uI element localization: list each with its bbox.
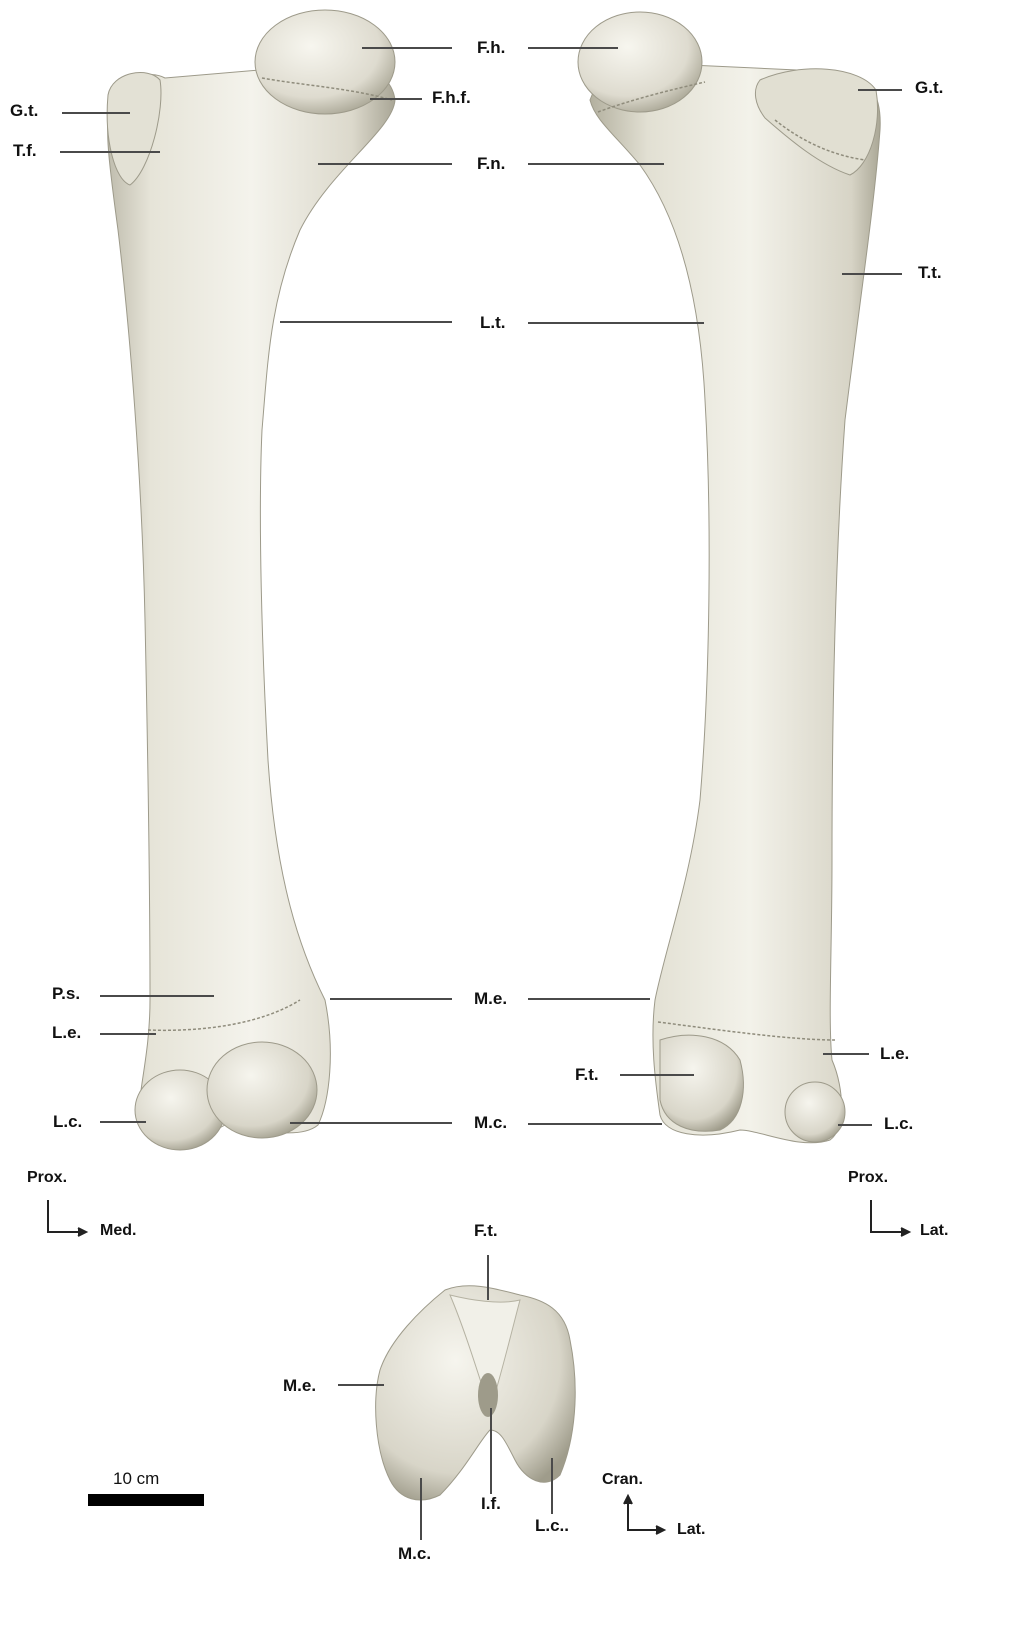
leader-line-lt-right xyxy=(528,322,704,324)
label-greater-trochanter-left: G.t. xyxy=(10,101,38,121)
leader-line-gt-left xyxy=(62,112,130,114)
label-lateral-condyle-right: L.c. xyxy=(884,1114,913,1134)
leader-line-ps xyxy=(100,995,214,997)
femur-cranial-trochlea xyxy=(660,1035,743,1131)
orientation-arrows-caudal xyxy=(48,1200,86,1236)
label-popliteal-surface: P.s. xyxy=(52,984,80,1004)
leader-line-mc-left xyxy=(290,1122,452,1124)
orientation-cranial-horizontal: Lat. xyxy=(920,1221,948,1241)
label-medial-condyle-distal: M.c. xyxy=(398,1544,431,1564)
leader-line-ft-cranial xyxy=(620,1074,694,1076)
leader-line-me-left xyxy=(330,998,452,1000)
femur-cranial-shaft xyxy=(590,62,880,1143)
femur-distal-view xyxy=(376,1286,576,1500)
label-trochanteric-fossa: T.f. xyxy=(13,141,37,161)
label-lateral-condyle-left: L.c. xyxy=(53,1112,82,1132)
leader-line-ft-distal xyxy=(487,1255,489,1300)
femur-cranial-head xyxy=(578,12,702,112)
leader-line-if xyxy=(490,1408,492,1494)
leader-line-le-right xyxy=(823,1053,869,1055)
orientation-arrows-distal xyxy=(624,1496,664,1534)
femur-caudal-view xyxy=(107,10,395,1150)
label-medial-condyle: M.c. xyxy=(474,1113,507,1133)
leader-line-mc-distal xyxy=(420,1478,422,1540)
label-greater-trochanter-right: G.t. xyxy=(915,78,943,98)
label-lesser-trochanter: L.t. xyxy=(480,313,506,333)
femur-cranial-lateral-condyle xyxy=(785,1082,845,1142)
leader-line-mc-right xyxy=(528,1123,662,1125)
label-lateral-epicondyle-left: L.e. xyxy=(52,1023,81,1043)
leader-line-lt-left xyxy=(280,321,452,323)
orientation-cranial-vertical: Prox. xyxy=(848,1168,888,1188)
orientation-caudal-horizontal: Med. xyxy=(100,1221,136,1241)
leader-line-tt xyxy=(842,273,902,275)
label-femoral-trochlea-distal: F.t. xyxy=(474,1221,498,1241)
label-femoral-head-fovea: F.h.f. xyxy=(432,88,471,108)
orientation-arrows-cranial xyxy=(871,1200,909,1236)
femur-caudal-shaft xyxy=(108,54,395,1142)
femur-cranial-view xyxy=(578,12,880,1143)
leader-line-gt-right xyxy=(858,89,902,91)
leader-line-le-left xyxy=(100,1033,156,1035)
leader-line-fn-right xyxy=(528,163,664,165)
label-femoral-neck: F.n. xyxy=(477,154,505,174)
label-third-trochanter: T.t. xyxy=(918,263,942,283)
leader-line-me-distal xyxy=(338,1384,384,1386)
leader-line-fhf xyxy=(370,98,422,100)
label-femoral-head-center: F.h. xyxy=(477,38,505,58)
femur-distal-fossa xyxy=(478,1373,498,1417)
scale-bar xyxy=(88,1494,204,1506)
label-intercondylar-fossa: I.f. xyxy=(481,1494,501,1514)
leader-line-lc-distal xyxy=(551,1458,553,1514)
leader-line-me-right xyxy=(528,998,650,1000)
leader-line-lc-right xyxy=(838,1124,872,1126)
leader-line-fn-left xyxy=(318,163,452,165)
leader-line-lc-left xyxy=(100,1121,146,1123)
orientation-caudal-vertical: Prox. xyxy=(27,1168,67,1188)
leader-line-fh-right xyxy=(528,47,618,49)
leader-line-fh-left xyxy=(362,47,452,49)
label-medial-epicondyle: M.e. xyxy=(474,989,507,1009)
label-femoral-trochlea-cranial: F.t. xyxy=(575,1065,599,1085)
leader-line-tf xyxy=(60,151,160,153)
orientation-distal-vertical: Cran. xyxy=(602,1470,643,1490)
scale-bar-label: 10 cm xyxy=(113,1469,159,1489)
label-lateral-epicondyle-right: L.e. xyxy=(880,1044,909,1064)
orientation-distal-horizontal: Lat. xyxy=(677,1520,705,1540)
label-lateral-condyle-distal: L.c.. xyxy=(535,1516,569,1536)
label-medial-epicondyle-distal: M.e. xyxy=(283,1376,316,1396)
